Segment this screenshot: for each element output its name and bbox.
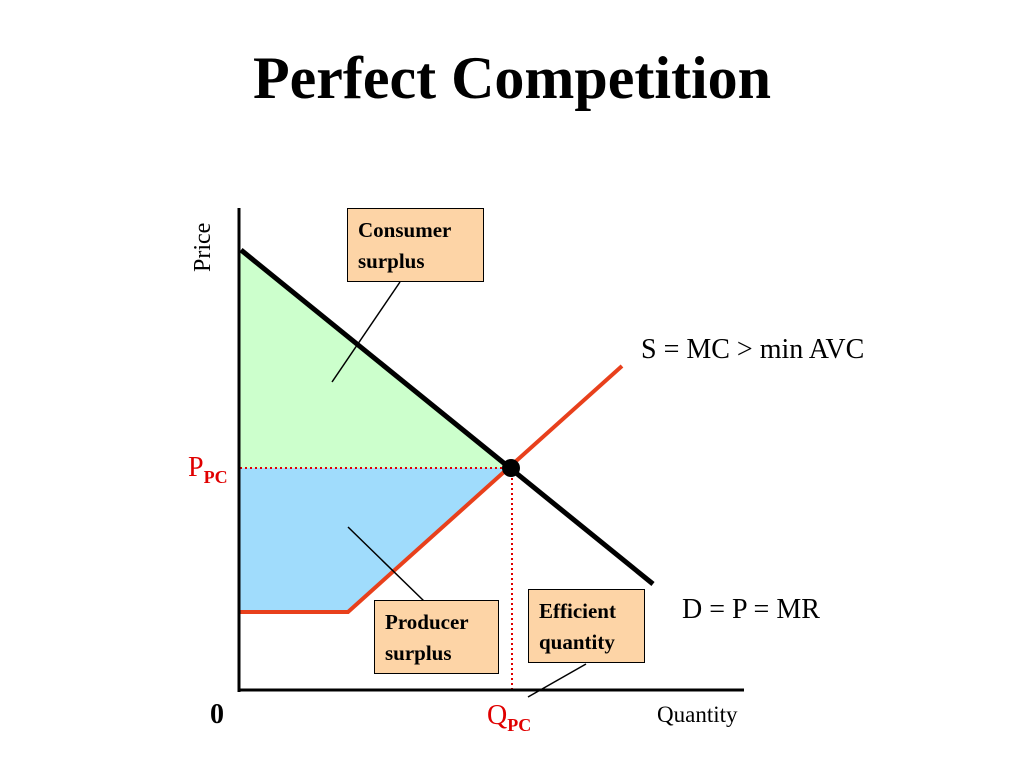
demand-curve	[239, 248, 655, 586]
equilibrium-quantity-label: QPC	[487, 700, 531, 736]
consumer-surplus-callout: Consumer surplus	[347, 208, 484, 282]
consumer-surplus-pointer	[331, 281, 401, 383]
quantity-label-sub: PC	[507, 715, 532, 735]
price-label-sub: PC	[203, 467, 228, 487]
producer-surplus-line-1: Producer	[385, 610, 469, 634]
efficient-quantity-line-2: quantity	[539, 630, 615, 654]
quantity-label-main: Q	[487, 700, 508, 731]
producer-surplus-callout: Producer surplus	[374, 600, 499, 674]
producer-surplus-pointer	[347, 526, 427, 604]
producer-surplus-line-2: surplus	[385, 641, 452, 665]
efficient-quantity-pointer	[527, 663, 587, 698]
equilibrium-point	[502, 459, 520, 477]
efficient-quantity-callout: Efficient quantity	[528, 589, 645, 663]
y-axis-label: Price	[190, 223, 216, 272]
supply-curve-label: S = MC > min AVC	[641, 334, 865, 365]
page-title: Perfect Competition	[252, 45, 772, 111]
x-axis-label: Quantity	[657, 702, 738, 727]
supply-curve	[240, 364, 624, 614]
equilibrium-price-label: PPC	[188, 452, 228, 488]
producer-surplus-area	[240, 468, 510, 612]
price-label-main: P	[188, 452, 204, 483]
efficient-quantity-line-1: Efficient	[539, 599, 616, 623]
consumer-surplus-line-1: Consumer	[358, 218, 452, 242]
demand-curve-label: D = P = MR	[682, 594, 820, 625]
consumer-surplus-line-2: surplus	[358, 249, 425, 273]
origin-label: 0	[210, 699, 224, 730]
